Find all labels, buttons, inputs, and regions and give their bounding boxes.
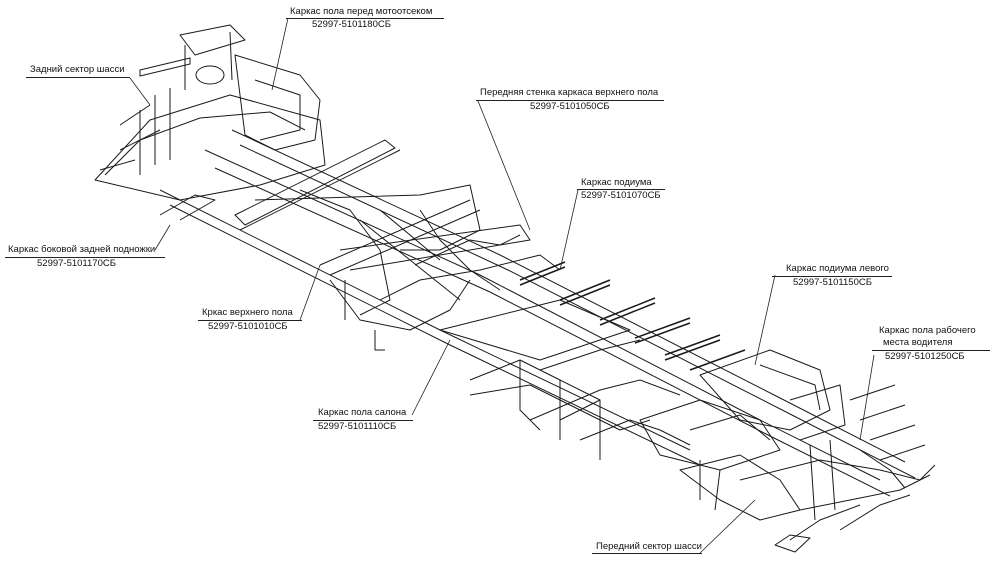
callout-cabin-floor-code: 52997-5101110СБ (318, 421, 397, 432)
callout-upper-front-wall-code: 52997-5101050СБ (530, 101, 610, 112)
callout-driver-floor-title-line2: места водителя (883, 337, 953, 348)
callout-podium-code: 52997-5101070СБ (581, 190, 661, 201)
callout-upper-floor-code: 52997-5101010СБ (208, 321, 288, 332)
callout-rear-sector-underline (26, 77, 130, 78)
callout-front-sector-title: Передний сектор шасси (596, 541, 702, 552)
callout-podium-underline (577, 189, 665, 190)
callout-upper-floor-underline (198, 320, 302, 321)
callout-cabin-floor-underline (313, 420, 413, 421)
callout-left-podium-underline (772, 276, 892, 277)
callout-engine-floor-underline (286, 18, 444, 19)
callout-driver-floor-code: 52997-5101250СБ (885, 351, 965, 362)
callout-upper-front-wall-underline (476, 100, 664, 101)
callout-rear-step-code: 52997-5101170СБ (37, 258, 116, 269)
callout-driver-floor-underline (872, 350, 990, 351)
front-sector-frame (639, 349, 936, 553)
callout-front-sector-underline (592, 553, 702, 554)
podium-crossmembers (519, 261, 746, 371)
upper-floor-frame (234, 139, 561, 351)
callout-cabin-floor-title: Каркас пола салона (318, 407, 407, 418)
callout-rear-sector-title: Задний сектор шасси (30, 64, 125, 75)
callout-engine-floor-title: Каркас пола перед мотоотсеком (290, 6, 433, 17)
callout-upper-floor-title: Кркас верхнего пола (202, 307, 293, 318)
callout-podium-title: Каркас подиума (581, 177, 652, 188)
callout-upper-front-wall-title: Передняя стенка каркаса верхнего пола (480, 87, 659, 98)
callout-left-podium-code: 52997-5101150СБ (793, 277, 872, 288)
callout-rear-step-underline (5, 257, 165, 258)
callout-rear-step-title: Каркас боковой задней подножки (8, 244, 156, 255)
callout-driver-floor-title-line1: Каркас пола рабочего (879, 325, 976, 336)
callout-engine-floor-code: 52997-5101180СБ (312, 19, 391, 30)
leader-lines (129, 17, 875, 554)
rear-sector-frame (94, 24, 326, 221)
cabin-floor-frame (439, 299, 691, 460)
callout-left-podium-title: Каркас подиума левого (786, 263, 889, 274)
